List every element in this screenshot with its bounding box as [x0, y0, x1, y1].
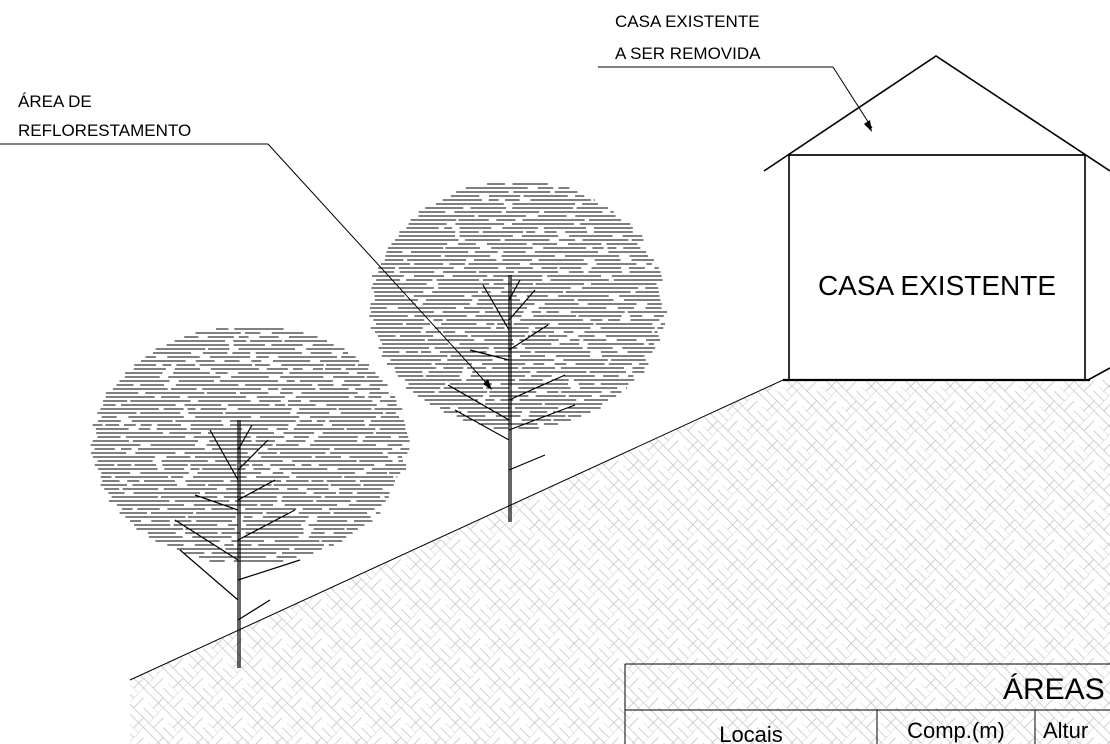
existing-house: [763, 55, 1110, 382]
tree-2: [447, 275, 576, 522]
reforest-callout-text-line1: ÁREA DE: [18, 92, 92, 111]
house-callout-text-line2: A SER REMOVIDA: [615, 44, 761, 63]
areas-table: [624, 663, 1110, 744]
ground-line: [129, 379, 784, 681]
house-wall: [788, 154, 1086, 381]
house-label: CASA EXISTENTE: [818, 270, 1056, 301]
reforest-callout-text-line2: REFLORESTAMENTO: [18, 121, 191, 140]
table-title: ÁREAS: [1003, 673, 1105, 706]
table-header-altura: Altur: [1043, 718, 1088, 743]
house-roof: [763, 55, 1110, 172]
side-slope: [1087, 367, 1110, 381]
house-callout-text-line1: CASA EXISTENTE: [615, 12, 760, 31]
tree-1: [174, 420, 301, 668]
table-header-locais: Locais: [719, 722, 783, 744]
house-callout-leader: [598, 66, 873, 132]
table-header-comp: Comp.(m): [907, 718, 1005, 743]
tree-foliage: [90, 183, 668, 562]
